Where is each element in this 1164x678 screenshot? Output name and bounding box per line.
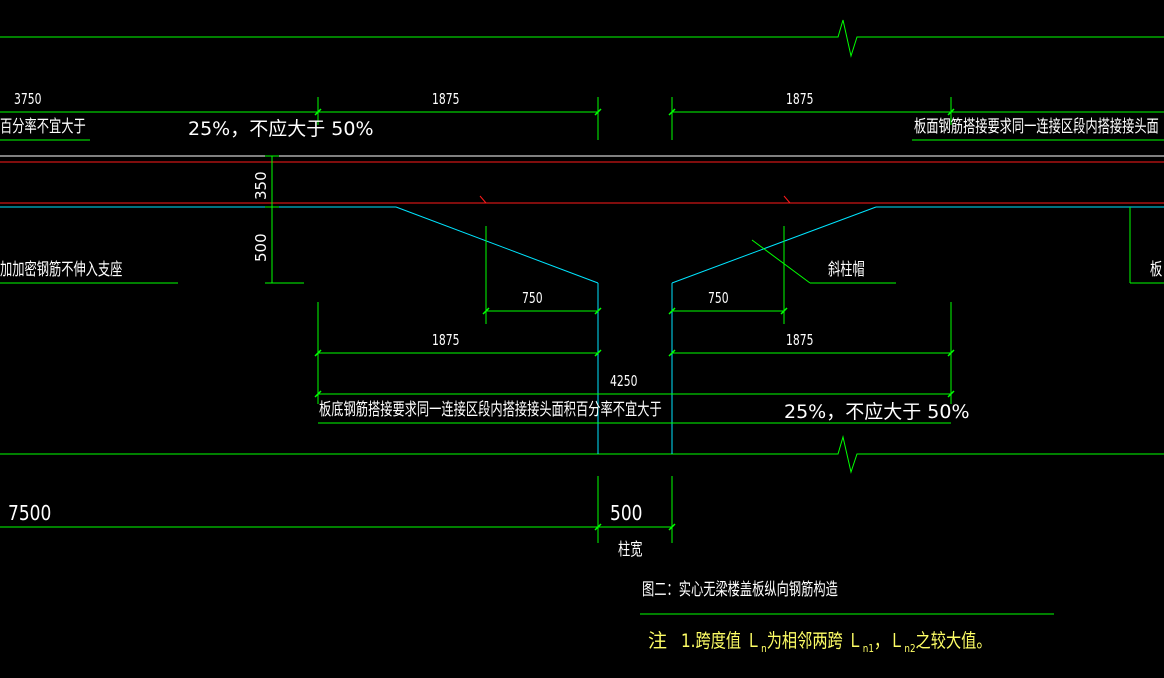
dim-4250-label: 4250 <box>610 372 638 390</box>
tick <box>314 108 322 116</box>
tick <box>314 390 322 398</box>
dim-1875-low-right-label: 1875 <box>786 331 814 349</box>
tick <box>482 307 490 315</box>
note-text: 1.跨度值 Ｌn为相邻两跨 Ｌn1，Ｌn2之较大值。 <box>681 632 992 654</box>
tick <box>947 390 955 398</box>
cap-slope-left <box>395 206 599 284</box>
tick <box>947 108 955 116</box>
tick <box>594 349 602 357</box>
tick <box>594 523 602 531</box>
top-right-note: 板面钢筋搭接要求同一连接区段内搭接接头面 <box>914 117 1159 137</box>
dim-7500-label: 7500 <box>8 501 52 525</box>
note-prefix: 注 <box>648 630 668 652</box>
note-sub-n2: n2 <box>904 641 916 655</box>
left-mid-note: 加加密钢筋不伸入支座 <box>0 260 123 280</box>
dim-1875-top-right-label: 1875 <box>786 90 814 108</box>
dim-750-right-label: 750 <box>708 289 729 307</box>
bottom-percentage-note: 25%，不应大于 50% <box>784 401 970 423</box>
dim-500-thick-label: 500 <box>252 233 270 262</box>
tick <box>668 307 676 315</box>
note-body: 1.跨度值 Ｌ <box>681 630 762 652</box>
cap-slope-right <box>671 206 877 284</box>
top-left-note: 百分率不宜大于 <box>0 117 86 137</box>
figure-title: 图二：实心无梁楼盖板纵向钢筋构造 <box>642 580 838 600</box>
note-line: 注 1.跨度值 Ｌn为相邻两跨 Ｌn1，Ｌn2之较大值。 <box>648 632 1069 654</box>
tick <box>594 307 602 315</box>
tick <box>780 307 788 315</box>
tick <box>668 349 676 357</box>
tick <box>314 349 322 357</box>
rebar-tick-right <box>783 195 791 204</box>
dim-750-left-label: 750 <box>522 289 543 307</box>
note-sub-n1: n1 <box>862 641 874 655</box>
note-sep: ，Ｌ <box>873 630 905 652</box>
dim-350-label: 350 <box>252 171 270 200</box>
slab-outline <box>0 155 1164 208</box>
dimension-ticks <box>314 108 955 531</box>
bottom-note: 板底钢筋搭接要求同一连接区段内搭接接头面积百分率不宜大于 <box>319 400 662 420</box>
right-edge-label: 板 <box>1150 260 1163 280</box>
note-sub-n: n <box>761 641 767 655</box>
tick <box>947 349 955 357</box>
dim-500-column-label: 500 <box>610 501 643 525</box>
tick <box>668 108 676 116</box>
dim-1875-top-left-label: 1875 <box>432 90 460 108</box>
dim-1875-low-left-label: 1875 <box>432 331 460 349</box>
slab-break-lines <box>0 19 1164 474</box>
dimension-lines <box>0 97 1164 615</box>
tick <box>668 523 676 531</box>
column-width-label: 柱宽 <box>618 540 643 560</box>
column-cap-label: 斜柱帽 <box>828 260 865 280</box>
note-end: 之较大值。 <box>915 630 992 652</box>
top-percentage-note: 25%，不应大于 50% <box>188 118 374 140</box>
tick <box>594 108 602 116</box>
note-mid: 为相邻两跨 Ｌ <box>766 630 863 652</box>
rebar-tick-left <box>479 195 487 204</box>
dim-3750-label: 3750 <box>14 90 42 108</box>
bottom-break-line <box>0 435 1164 474</box>
top-break-line <box>0 19 1164 58</box>
cap-leader <box>751 239 811 284</box>
